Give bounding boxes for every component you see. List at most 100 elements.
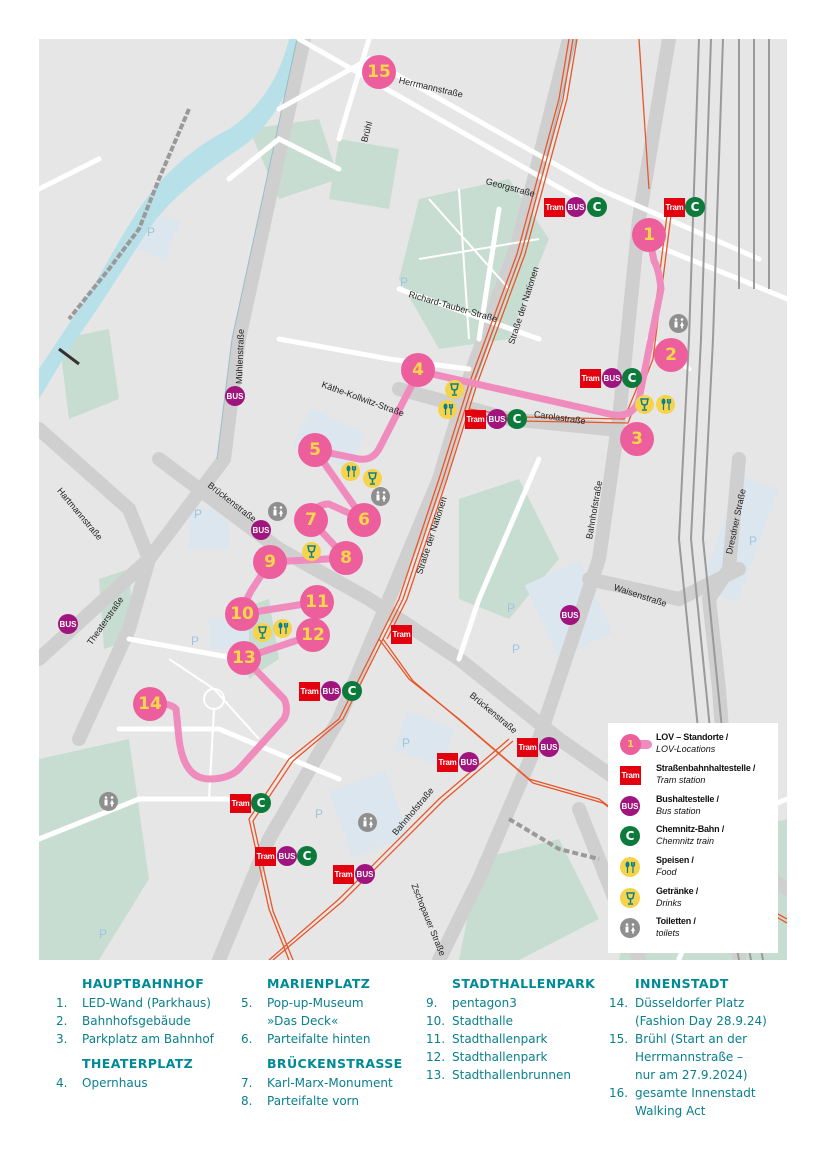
legend-item-food: Speisen / Food — [608, 852, 778, 882]
location-item-10[interactable]: 10.Stadthalle — [426, 1014, 514, 1028]
location-marker-15[interactable]: 15 — [362, 55, 396, 89]
location-marker-6[interactable]: 6 — [347, 503, 381, 537]
bus-stop-icon[interactable]: BUS — [487, 409, 507, 429]
toilets-icon[interactable] — [669, 314, 688, 333]
legend-subtitle: Food — [656, 867, 677, 877]
chemnitz-bahn-icon[interactable]: C — [507, 409, 527, 429]
chemnitz-bahn-icon[interactable]: C — [342, 681, 362, 701]
legend-title: Bushaltestelle / — [656, 794, 719, 804]
legend-item-toilets: Toiletten / toilets — [608, 913, 778, 943]
legend-title: Chemnitz-Bahn / — [656, 824, 724, 834]
legend-item-chemnitz-bahn: C Chemnitz-Bahn / Chemnitz train — [608, 821, 778, 851]
tram-stop-icon[interactable]: Tram — [391, 625, 412, 644]
legend-subtitle: LOV-Locations — [656, 744, 716, 754]
group-title-hauptbahnhof: HAUPTBAHNHOF — [82, 976, 205, 991]
bus-stop-icon[interactable]: BUS — [602, 368, 622, 388]
group-title-stadthallenpark: STADTHALLENPARK — [452, 976, 596, 991]
parking-label: P — [191, 634, 200, 648]
tram-stop-icon[interactable]: Tram — [333, 865, 354, 884]
location-marker-8[interactable]: 8 — [329, 541, 363, 575]
bus-stop-icon[interactable]: BUS — [225, 386, 245, 406]
location-item-7[interactable]: 7.Karl-Marx-Monument — [241, 1076, 393, 1090]
locations-column-2: MARIENPLATZ 5.Pop-up-Museum »Das Deck« 6… — [241, 976, 403, 1110]
drinks-icon[interactable] — [253, 623, 272, 642]
group-title-marienplatz: MARIENPLATZ — [267, 976, 371, 991]
food-icon — [620, 857, 640, 877]
bus-stop-icon[interactable]: BUS — [566, 197, 586, 217]
parking-label: P — [400, 275, 409, 289]
location-item-13[interactable]: 13.Stadthallenbrunnen — [426, 1068, 571, 1082]
bus-stop-icon[interactable]: BUS — [355, 864, 375, 884]
chemnitz-bahn-icon[interactable]: C — [622, 368, 642, 388]
location-item-9[interactable]: 9.pentagon3 — [426, 996, 517, 1010]
bus-stop-icon[interactable]: BUS — [539, 737, 559, 757]
location-item-11[interactable]: 11.Stadthallenpark — [426, 1032, 548, 1046]
food-icon[interactable] — [656, 395, 675, 414]
locations-column-1: HAUPTBAHNHOF 1.LED-Wand (Parkhaus) 2.Bah… — [56, 976, 214, 1092]
tram-stop-icon[interactable]: Tram — [299, 682, 320, 701]
toilets-icon[interactable] — [371, 487, 390, 506]
location-item-15[interactable]: 15.Brühl (Start an der Herrmannstraße – … — [609, 1032, 748, 1082]
parking-label: P — [512, 642, 521, 656]
location-item-4[interactable]: 4.Opernhaus — [56, 1076, 148, 1090]
toilets-icon[interactable] — [358, 813, 377, 832]
location-item-3[interactable]: 3.Parkplatz am Bahnhof — [56, 1032, 214, 1046]
bus-stop-icon[interactable]: BUS — [277, 846, 297, 866]
location-marker-11[interactable]: 11 — [300, 585, 334, 619]
locations-column-4: INNENSTADT 14.Düsseldorfer Platz (Fashio… — [609, 976, 767, 1120]
location-marker-9[interactable]: 9 — [253, 545, 287, 579]
location-marker-5[interactable]: 5 — [298, 433, 332, 467]
location-marker-3[interactable]: 3 — [620, 422, 654, 456]
tram-stop-icon[interactable]: Tram — [230, 794, 251, 813]
location-item-2[interactable]: 2.Bahnhofsgebäude — [56, 1014, 191, 1028]
location-item-1[interactable]: 1.LED-Wand (Parkhaus) — [56, 996, 211, 1010]
location-marker-4[interactable]: 4 — [401, 353, 435, 387]
location-item-6[interactable]: 6.Parteifalte hinten — [241, 1032, 371, 1046]
legend-title: Toiletten / — [656, 916, 696, 926]
toilets-icon[interactable] — [268, 502, 287, 521]
tram-stop-icon[interactable]: Tram — [544, 198, 565, 217]
legend-item-tram: Tram Straßenbahnhaltestelle / Tram stati… — [608, 760, 778, 790]
tram-stop-icon[interactable]: Tram — [517, 738, 538, 757]
food-icon[interactable] — [438, 400, 457, 419]
location-marker-13[interactable]: 13 — [227, 641, 261, 675]
bus-stop-icon[interactable]: BUS — [58, 614, 78, 634]
food-icon[interactable] — [341, 462, 360, 481]
location-marker-1[interactable]: 1 — [632, 218, 666, 252]
tram-stop-icon[interactable]: Tram — [580, 369, 601, 388]
map-legend: 1 LOV – Standorte / LOV-Locations Tram S… — [608, 723, 778, 953]
bus-stop-icon[interactable]: BUS — [251, 520, 271, 540]
location-item-16[interactable]: 16.gesamte Innenstadt Walking Act — [609, 1086, 756, 1118]
drinks-icon[interactable] — [445, 380, 464, 399]
bus-stop-icon[interactable]: BUS — [560, 605, 580, 625]
location-item-8[interactable]: 8.Parteifalte vorn — [241, 1094, 359, 1108]
locations-column-3: STADTHALLENPARK 9.pentagon3 10.Stadthall… — [426, 976, 595, 1084]
bus-stop-icon[interactable]: BUS — [321, 681, 341, 701]
tram-stop-icon[interactable]: Tram — [465, 410, 486, 429]
bus-stop-icon[interactable]: BUS — [459, 752, 479, 772]
drinks-icon[interactable] — [635, 395, 654, 414]
location-marker-7[interactable]: 7 — [294, 503, 328, 537]
drinks-icon — [620, 888, 640, 908]
toilets-icon[interactable] — [99, 792, 118, 811]
location-item-14[interactable]: 14.Düsseldorfer Platz (Fashion Day 28.9.… — [609, 996, 767, 1028]
tram-stop-icon[interactable]: Tram — [664, 198, 685, 217]
location-marker-12[interactable]: 12 — [296, 618, 330, 652]
chemnitz-bahn-icon[interactable]: C — [297, 846, 317, 866]
parking-label: P — [147, 225, 156, 239]
chemnitz-bahn-icon[interactable]: C — [251, 793, 271, 813]
location-item-5[interactable]: 5.Pop-up-Museum »Das Deck« — [241, 996, 364, 1028]
drinks-icon[interactable] — [302, 542, 321, 561]
tram-stop-icon[interactable]: Tram — [255, 847, 276, 866]
location-item-12[interactable]: 12.Stadthallenpark — [426, 1050, 548, 1064]
location-marker-14[interactable]: 14 — [133, 687, 167, 721]
legend-title: LOV – Standorte / — [656, 732, 729, 742]
chemnitz-bahn-icon[interactable]: C — [685, 197, 705, 217]
chemnitz-bahn-icon[interactable]: C — [587, 197, 607, 217]
location-marker-10[interactable]: 10 — [225, 597, 259, 631]
tram-stop-icon[interactable]: Tram — [437, 753, 458, 772]
drinks-icon[interactable] — [363, 469, 382, 488]
food-icon[interactable] — [273, 619, 292, 638]
legend-item-drinks: Getränke / Drinks — [608, 883, 778, 913]
location-marker-2[interactable]: 2 — [654, 338, 688, 372]
